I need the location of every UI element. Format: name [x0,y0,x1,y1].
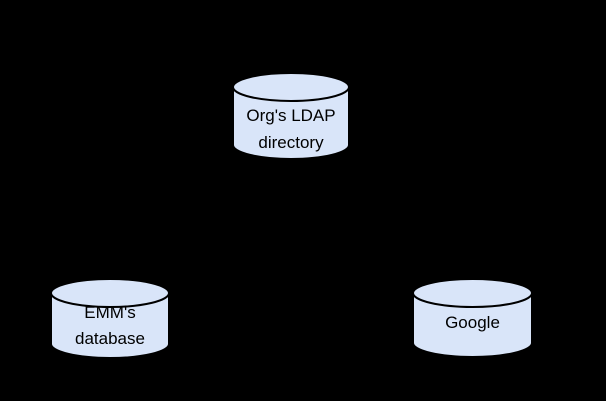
node-label-ldap: Org's LDAP directory [231,102,351,156]
database-cylinder-icon [412,278,533,358]
node-label-line: directory [258,133,324,152]
node-label-line: Google [445,313,500,332]
node-label-emm: EMM's database [49,300,171,352]
node-ldap-directory: Org's LDAP directory [231,71,351,161]
node-label-line: database [75,329,145,348]
node-google: Google [411,277,534,359]
database-cylinder-icon [50,278,170,359]
node-emm-database: EMM's database [49,277,171,360]
database-cylinder-icon [232,72,350,160]
node-label-google: Google [411,310,534,336]
node-label-line: Org's LDAP [246,106,336,125]
node-label-line: EMM's [84,303,136,322]
